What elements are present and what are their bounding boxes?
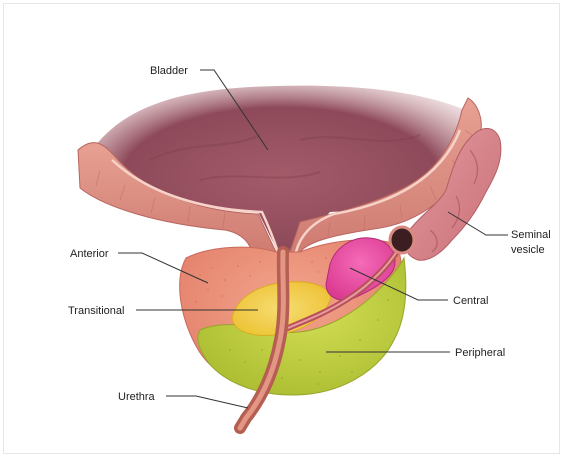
seminal-vesicle-label-line1: Seminal — [511, 229, 551, 241]
urethra-label: Urethra — [118, 391, 156, 403]
anterior-label: Anterior — [70, 248, 109, 260]
central-label: Central — [453, 295, 488, 307]
duct-opening — [390, 227, 414, 253]
urethra-leader — [166, 396, 248, 408]
peripheral-label: Peripheral — [455, 347, 505, 359]
bladder-label: Bladder — [150, 65, 188, 77]
seminal-vesicle-label-line2: vesicle — [511, 244, 545, 256]
transitional-label: Transitional — [68, 305, 124, 317]
